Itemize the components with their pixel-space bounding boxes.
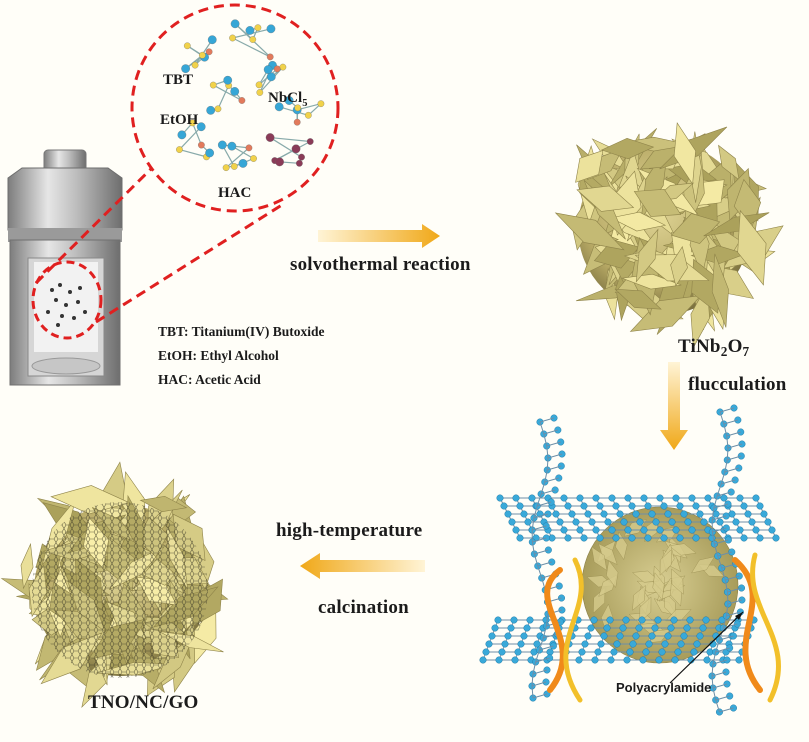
flocculation-arrow [660, 362, 688, 450]
legend-item-etoh: EtOH: Ethyl Alcohol [158, 348, 279, 363]
label-polyacrylamide: Polyacrylamide [616, 680, 712, 695]
label-solvothermal-reaction: solvothermal reaction [290, 254, 471, 275]
label-nbcl5: NbCl5 [268, 90, 308, 109]
label-product: TNO/NC/GO [88, 692, 199, 713]
zoom-callout [31, 3, 340, 340]
label-flocculation: flucculation [688, 374, 787, 395]
legend-item-tbt: TBT: Titanium(IV) Butoxide [158, 324, 325, 339]
molecule-cluster [176, 19, 325, 172]
tno-nc-go-composite [0, 461, 229, 708]
legend-item-hac: HAC: Acetic Acid [158, 372, 261, 387]
label-etoh: EtOH [160, 112, 199, 128]
tinb2o7-microsphere [554, 122, 784, 349]
label-calcination: calcination [318, 597, 409, 618]
calcination-arrow [300, 553, 425, 579]
label-high-temperature: high-temperature [276, 520, 423, 541]
solvothermal-arrow [318, 224, 440, 248]
autoclave-reactor [7, 149, 123, 386]
label-tbt: TBT [163, 72, 194, 88]
polyacrylamide-pointer [669, 611, 744, 684]
graphene-wrapped-sphere [479, 404, 782, 716]
abbreviation-legend: TBT: Titanium(IV) Butoxide EtOH: Ethyl A… [158, 320, 325, 392]
label-hac: HAC [218, 185, 252, 201]
label-tinb2o7: TiNb2O7 [678, 336, 750, 359]
